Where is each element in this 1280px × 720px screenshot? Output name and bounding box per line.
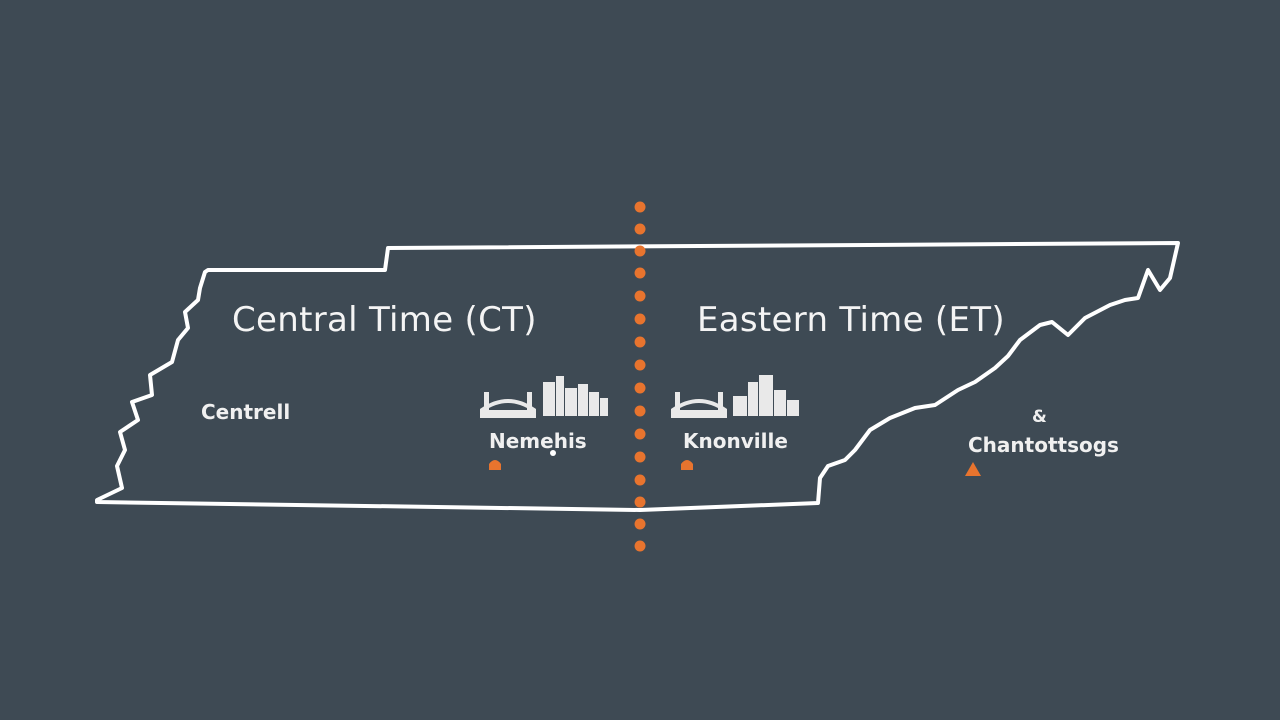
ampersand-mark: & (1032, 407, 1047, 427)
marker-knonville-icon (681, 460, 693, 470)
city-label-nemehis: Nemehis (489, 429, 587, 453)
city-label-chantottsogs: Chantottsogs (968, 433, 1119, 457)
city-label-centrell: Centrell (201, 400, 291, 424)
skyline-east-icon (671, 375, 799, 418)
skyline-west-icon (480, 376, 608, 418)
marker-nemehis-icon (489, 460, 501, 470)
timezone-divider (634, 201, 646, 552)
marker-chantottsogs-icon (965, 462, 981, 476)
eastern-time-label: Eastern Time (ET) (697, 300, 1005, 340)
central-time-label: Central Time (CT) (232, 300, 537, 340)
dot-marker-icon (550, 450, 556, 456)
state-outline (95, 241, 1180, 512)
city-label-knonville: Knonville (683, 429, 788, 453)
